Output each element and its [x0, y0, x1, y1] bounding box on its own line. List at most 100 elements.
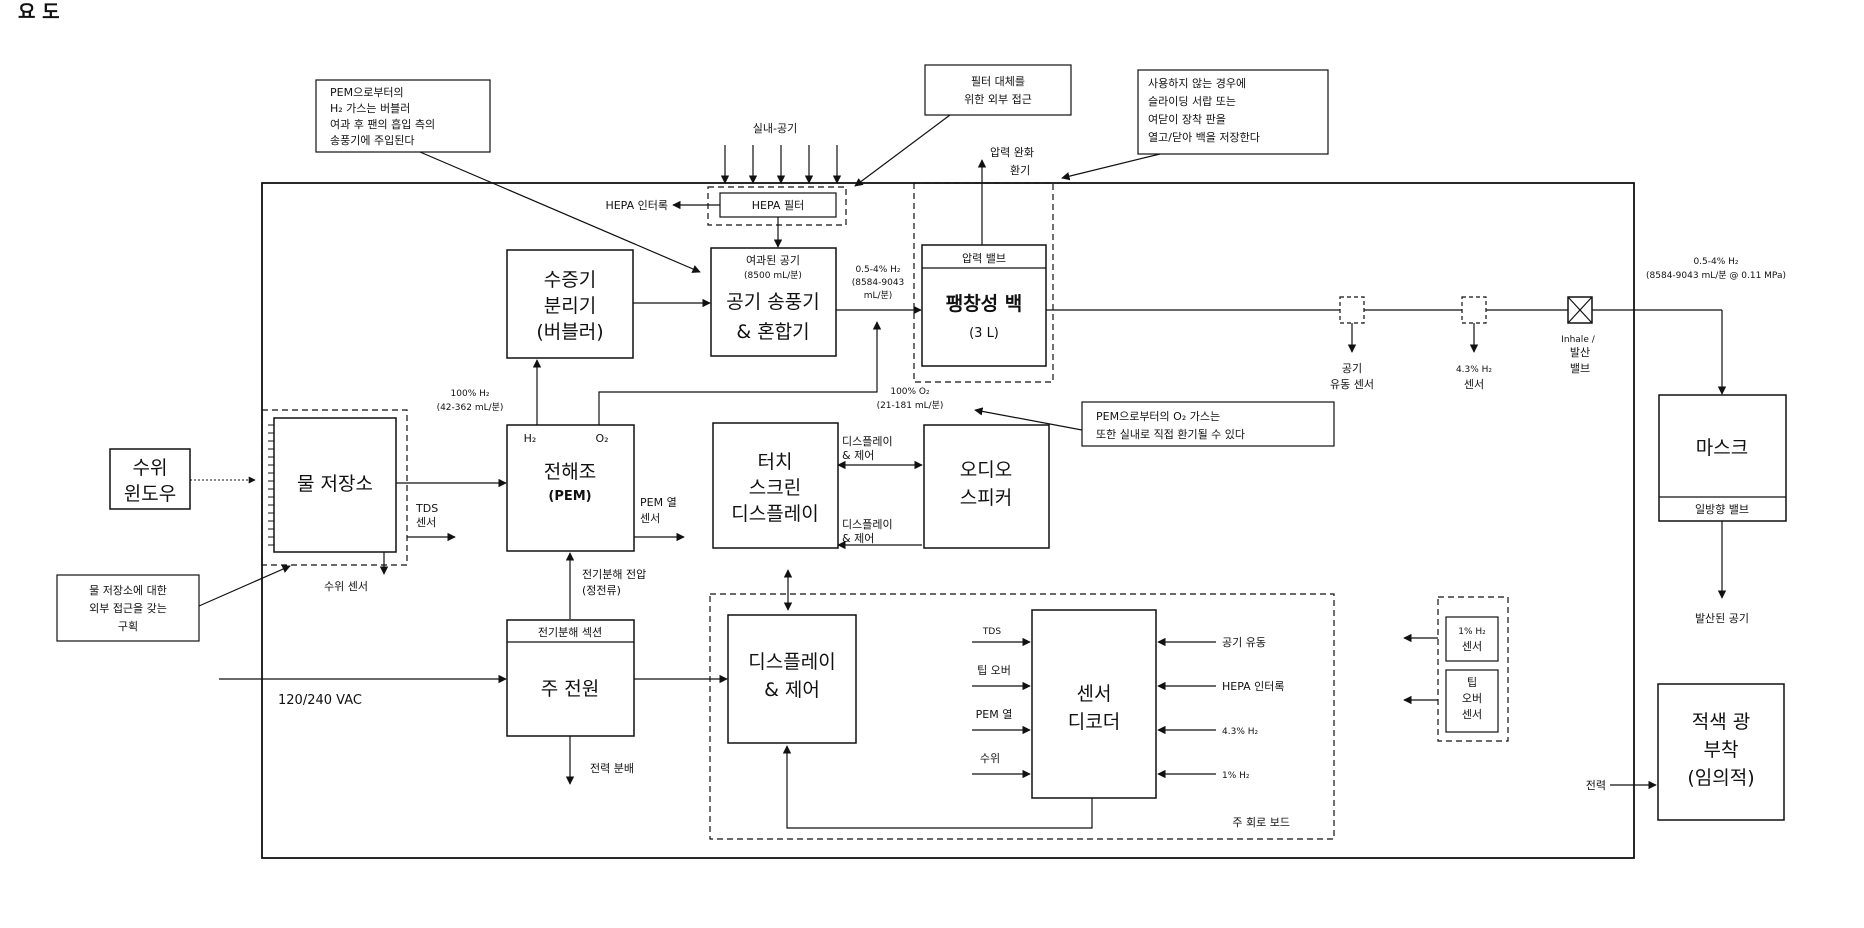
- svg-text:위한 외부 접근: 위한 외부 접근: [964, 93, 1032, 106]
- airflow-sensor-box: [1340, 297, 1364, 323]
- blower-filtered-label: 여과된 공기: [746, 254, 800, 267]
- callout-filter-access: 필터 대체를 위한 외부 접근: [925, 65, 1071, 115]
- indoor-air-arrows: [725, 145, 837, 183]
- electrolysis-v-label-2: (정전류): [582, 584, 621, 597]
- electrolysis-v-label-1: 전기분해 전압: [582, 567, 646, 581]
- svg-text:외부 접근을 갖는: 외부 접근을 갖는: [89, 602, 167, 615]
- tipover-label-1: 팁: [1467, 676, 1477, 689]
- water-window-label-2: 윈도우: [124, 483, 176, 505]
- dec-1: 1% H₂: [1222, 771, 1250, 781]
- dec-airflow: 공기 유동: [1222, 636, 1266, 649]
- disp-ctrl-b-2: & 제어: [842, 532, 874, 545]
- touch-display-label-2: 스크린: [749, 477, 801, 499]
- dec-pem: PEM 열: [976, 708, 1013, 721]
- display-ctrl-label-1: 디스플레이: [748, 651, 835, 673]
- sensor-43-label-2: 센서: [1464, 378, 1484, 391]
- inhale-valve-label-1: 발산: [1570, 346, 1590, 359]
- dec-tip: 팁 오버: [977, 664, 1011, 677]
- audio-label-2: 스피커: [960, 487, 1012, 509]
- inhale-valve-label-2: 밸브: [1570, 362, 1590, 375]
- airflow-sensor-label-2: 유동 센서: [1330, 378, 1374, 391]
- red-light-label-1: 적색 광: [1692, 711, 1750, 733]
- pressure-relief-label-1: 압력 완화: [990, 146, 1034, 159]
- svg-text:H₂ 가스는 버블러: H₂ 가스는 버블러: [330, 102, 410, 115]
- pem-heat-label-1: PEM 열: [640, 496, 677, 509]
- water-tank-label: 물 저장소: [297, 473, 373, 495]
- callout-idle-release: 사용하지 않는 경우에 슬라이딩 서랍 또는 여닫이 장착 판을 열고/닫아 백…: [1138, 70, 1328, 154]
- airflow-sensor-label-1: 공기: [1342, 362, 1362, 375]
- hepa-interlock-label: HEPA 인터록: [605, 199, 668, 212]
- svg-text:슬라이딩 서랍 또는: 슬라이딩 서랍 또는: [1148, 95, 1236, 108]
- o2-100-label-1: 100% O₂: [890, 387, 930, 397]
- vac-label: 120/240 VAC: [278, 693, 362, 708]
- h2-100-label-1: 100% H₂: [451, 389, 490, 399]
- dec-tds: TDS: [982, 627, 1001, 637]
- tipover-label-3: 센서: [1462, 708, 1482, 721]
- o2-100-label-2: (21-181 mL/분): [877, 400, 944, 411]
- pem-heat-label-2: 센서: [640, 512, 660, 525]
- decoder-label-2: 디코더: [1068, 711, 1120, 733]
- callout-pem-o2: PEM으로부터의 O₂ 가스는 또한 실내로 직접 환기될 수 있다: [1082, 402, 1334, 446]
- level-sensor-label: 수위 센서: [324, 580, 368, 593]
- touch-display-label-3: 디스플레이: [731, 503, 818, 525]
- svg-text:PEM으로부터의 O₂ 가스는: PEM으로부터의 O₂ 가스는: [1096, 410, 1220, 423]
- decoder-label-1: 센서: [1077, 683, 1112, 705]
- display-ctrl-label-2: & 제어: [764, 679, 820, 701]
- sensor-1pct-label-2: 센서: [1462, 640, 1482, 653]
- electrolyzer-label-2: (PEM): [548, 489, 591, 504]
- disp-ctrl-b-1: 디스플레이: [842, 518, 893, 531]
- o2-port-label: O₂: [595, 432, 608, 445]
- sensor-1pct-label-1: 1% H₂: [1458, 627, 1486, 637]
- sensor-43-label-1: 4.3% H₂: [1456, 365, 1492, 375]
- main-power-label: 주 전원: [541, 678, 599, 700]
- svg-text:송풍기에 주입된다: 송풍기에 주입된다: [330, 134, 414, 147]
- bag-label-1: 팽창성 백: [946, 293, 1023, 315]
- svg-text:구획: 구획: [118, 620, 138, 633]
- inhale-small-label: Inhale /: [1561, 335, 1595, 345]
- mask-label: 마스크: [1696, 437, 1748, 459]
- header-text: 요 도: [18, 1, 60, 23]
- tds-sensor-label-2: 센서: [416, 516, 436, 529]
- svg-text:여과 후 팬의 흡입 측의: 여과 후 팬의 흡입 측의: [330, 117, 435, 131]
- blower-rate-label: (8500 mL/분): [744, 270, 802, 281]
- h2-mix-left-1: 0.5-4% H₂: [855, 265, 900, 275]
- separator-label-2: 분리기: [544, 295, 596, 317]
- hepa-filter-label: HEPA 필터: [752, 199, 804, 212]
- blower-title-2: & 혼합기: [736, 321, 809, 343]
- tank-hatch: [268, 425, 274, 545]
- callout-idle-leader: [1062, 154, 1160, 178]
- svg-text:PEM으로부터의: PEM으로부터의: [330, 86, 404, 99]
- h2-mix-left-3: mL/분): [864, 290, 893, 301]
- callout-tank-access: 물 저장소에 대한 외부 접근을 갖는 구획: [57, 575, 199, 641]
- h2-port-label: H₂: [524, 432, 537, 445]
- power-dist-label: 전력 분배: [590, 762, 634, 775]
- svg-text:물 저장소에 대한: 물 저장소에 대한: [89, 584, 167, 597]
- dec-hepa: HEPA 인터록: [1222, 680, 1285, 693]
- callout-pem-h2: PEM으로부터의 H₂ 가스는 버블러 여과 후 팬의 흡입 측의 송풍기에 주…: [316, 80, 490, 152]
- callout-filter-leader: [855, 115, 950, 186]
- svg-text:여닫이 장착 판을: 여닫이 장착 판을: [1148, 113, 1226, 126]
- svg-text:사용하지 않는 경우에: 사용하지 않는 경우에: [1148, 76, 1246, 90]
- exhaled-air-label: 발산된 공기: [1695, 612, 1749, 625]
- main-board-label: 주 회로 보드: [1232, 816, 1290, 829]
- bag-label-2: (3 L): [969, 326, 999, 341]
- callout-tank-leader: [199, 566, 290, 606]
- dec-43: 4.3% H₂: [1222, 727, 1258, 737]
- pressure-valve-label: 압력 밸브: [962, 252, 1006, 265]
- h2-mix-right-1: 0.5-4% H₂: [1693, 257, 1738, 267]
- h2-mix-right-2: (8584-9043 mL/분 @ 0.11 MPa): [1646, 270, 1786, 281]
- red-light-label-2: 부착: [1704, 739, 1739, 761]
- pressure-relief-label-2: 환기: [1010, 164, 1030, 177]
- dec-level: 수위: [980, 752, 1000, 765]
- tds-sensor-label-1: TDS: [415, 502, 438, 515]
- tipover-label-2: 오버: [1462, 692, 1482, 705]
- svg-text:또한 실내로 직접 환기될 수 있다: 또한 실내로 직접 환기될 수 있다: [1096, 427, 1245, 441]
- blower-title-1: 공기 송풍기: [726, 291, 819, 313]
- disp-ctrl-a-2: & 제어: [842, 449, 874, 462]
- oneway-valve-label: 일방향 밸브: [1695, 502, 1749, 516]
- touch-display-label-1: 터치: [758, 451, 793, 473]
- red-light-label-3: (임의적): [1687, 767, 1754, 789]
- indoor-air-label: 실내-공기: [753, 122, 797, 135]
- sensor-43-box: [1462, 297, 1486, 323]
